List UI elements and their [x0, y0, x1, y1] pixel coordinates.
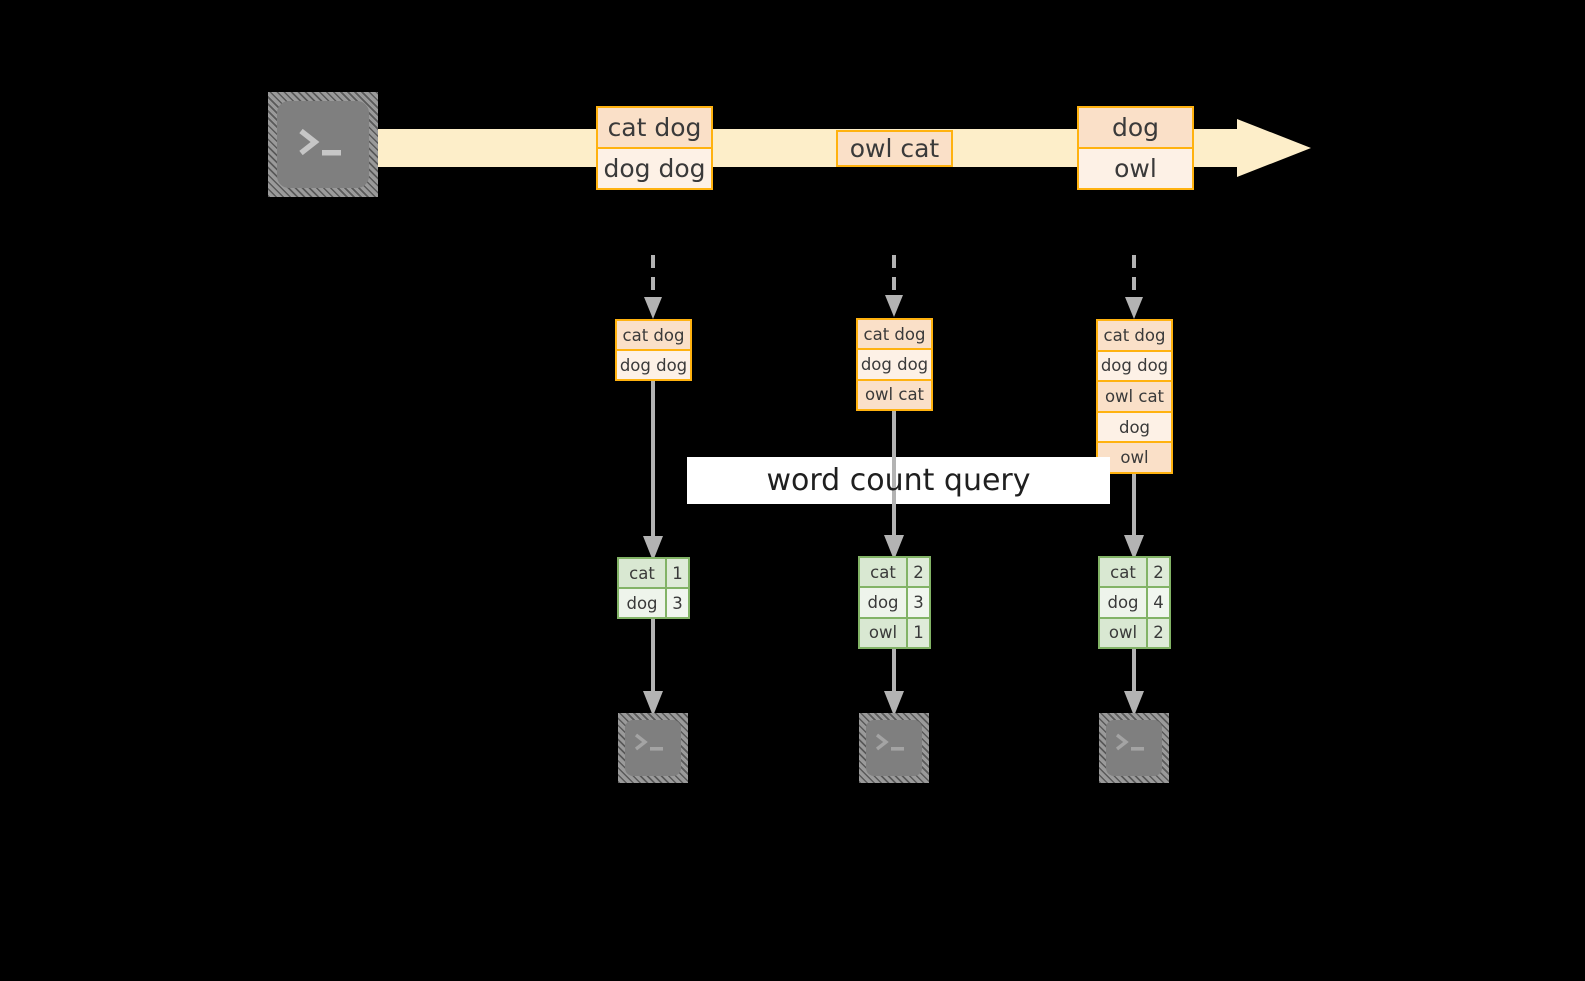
connector-stream-to-buffer-1 — [644, 255, 662, 319]
connector-buffer-to-result-2 — [884, 411, 904, 560]
snapshot-1-buffer: cat dog dog dog — [615, 319, 692, 381]
result-word: cat — [1100, 558, 1146, 587]
stream-arrow-head — [1237, 119, 1311, 177]
result-word: cat — [619, 559, 665, 587]
connector-buffer-to-result-3 — [1124, 474, 1144, 560]
event-line: owl — [1079, 147, 1192, 188]
result-word: dog — [1100, 588, 1146, 617]
result-word: cat — [860, 558, 906, 587]
result-word: owl — [1100, 618, 1146, 647]
table-row: dog 4 — [1100, 586, 1169, 617]
connector-buffer-to-result-1 — [643, 381, 663, 561]
result-word: owl — [860, 618, 906, 647]
snapshot-1-result-table: cat 1 dog 3 — [617, 557, 690, 619]
query-label: word count query — [766, 463, 1031, 498]
terminal-prompt-glyph — [299, 128, 341, 156]
terminal-prompt-glyph — [634, 733, 663, 751]
buffer-line: cat dog — [617, 321, 690, 349]
event-line: cat dog — [598, 108, 711, 147]
table-row: dog 3 — [860, 586, 929, 617]
source-terminal-icon — [268, 92, 378, 197]
buffer-line: owl cat — [1098, 380, 1171, 411]
event-line: dog dog — [598, 147, 711, 188]
table-row: cat 2 — [860, 558, 929, 587]
snapshot-1-sink-terminal-icon — [618, 713, 688, 783]
buffer-line: dog — [1098, 410, 1171, 442]
connector-stream-to-buffer-3 — [1125, 255, 1143, 319]
buffer-line: owl cat — [858, 378, 931, 409]
table-row: cat 1 — [619, 559, 688, 587]
result-count: 1 — [665, 559, 688, 587]
event-group-1: cat dog dog dog — [596, 106, 713, 190]
table-row: cat 2 — [1100, 558, 1169, 587]
snapshot-2-buffer: cat dog dog dog owl cat — [856, 318, 933, 411]
connector-stream-to-buffer-2 — [885, 255, 903, 317]
buffer-line: owl — [1098, 441, 1171, 472]
connector-result-to-sink-3 — [1124, 649, 1144, 716]
snapshot-2-sink-terminal-icon — [859, 713, 929, 783]
terminal-prompt-glyph — [1115, 733, 1144, 751]
table-row: owl 2 — [1100, 616, 1169, 647]
snapshot-3-result-table: cat 2 dog 4 owl 2 — [1098, 556, 1171, 649]
result-count: 3 — [906, 588, 929, 617]
result-word: dog — [619, 589, 665, 617]
event-line: dog — [1079, 108, 1192, 147]
buffer-line: cat dog — [1098, 321, 1171, 350]
result-word: dog — [860, 588, 906, 617]
result-count: 4 — [1146, 588, 1169, 617]
buffer-line: dog dog — [1098, 349, 1171, 381]
snapshot-2-result-table: cat 2 dog 3 owl 1 — [858, 556, 931, 649]
table-row: dog 3 — [619, 587, 688, 617]
buffer-line: dog dog — [617, 349, 690, 379]
snapshot-3-sink-terminal-icon — [1099, 713, 1169, 783]
event-line: owl cat — [838, 132, 951, 165]
result-count: 2 — [1146, 618, 1169, 647]
result-count: 1 — [906, 618, 929, 647]
terminal-prompt-glyph — [875, 733, 904, 751]
event-group-3: dog owl — [1077, 106, 1194, 190]
query-label-band — [687, 457, 1110, 504]
buffer-line: dog dog — [858, 348, 931, 379]
event-group-2: owl cat — [836, 130, 953, 167]
table-row: owl 1 — [860, 616, 929, 647]
snapshot-3-buffer: cat dog dog dog owl cat dog owl — [1096, 319, 1173, 474]
connector-result-to-sink-2 — [884, 649, 904, 716]
result-count: 2 — [1146, 558, 1169, 587]
connector-result-to-sink-1 — [643, 619, 663, 716]
result-count: 2 — [906, 558, 929, 587]
result-count: 3 — [665, 589, 688, 617]
buffer-line: cat dog — [858, 320, 931, 349]
terminal-screen — [277, 101, 369, 188]
